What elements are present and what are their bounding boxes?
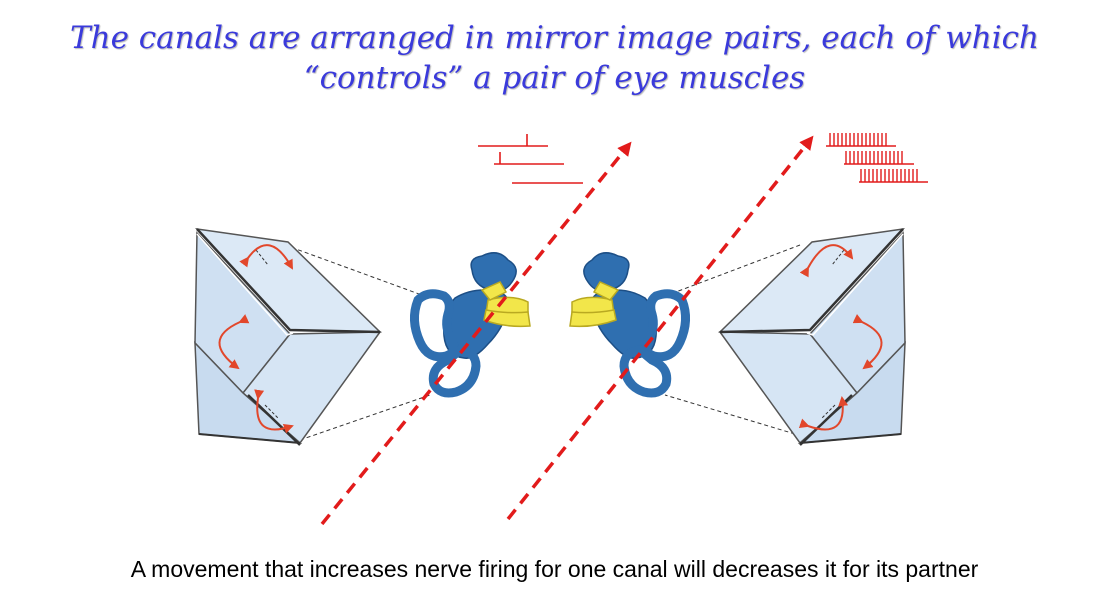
slide-title: The canals are arranged in mirror image … (0, 18, 1109, 98)
spike-train-left (478, 134, 583, 184)
title-line-2: “controls” a pair of eye muscles (303, 60, 806, 96)
spike-train-right (826, 133, 928, 183)
canal-axis-right (506, 135, 814, 521)
rotation-arrow (254, 389, 294, 434)
inner-ear-right (569, 252, 690, 398)
inner-ear-left (410, 252, 531, 398)
rotation-arrow (218, 314, 250, 370)
canal-axis-left (320, 141, 632, 526)
rotation-arrow (852, 314, 883, 370)
rotation-arrow (798, 396, 849, 431)
rotation-arrow (239, 244, 293, 270)
rotation-arrow (799, 244, 854, 278)
slide-caption: A movement that increases nerve firing f… (130, 556, 979, 582)
title-line-1: The canals are arranged in mirror image … (69, 20, 1040, 56)
